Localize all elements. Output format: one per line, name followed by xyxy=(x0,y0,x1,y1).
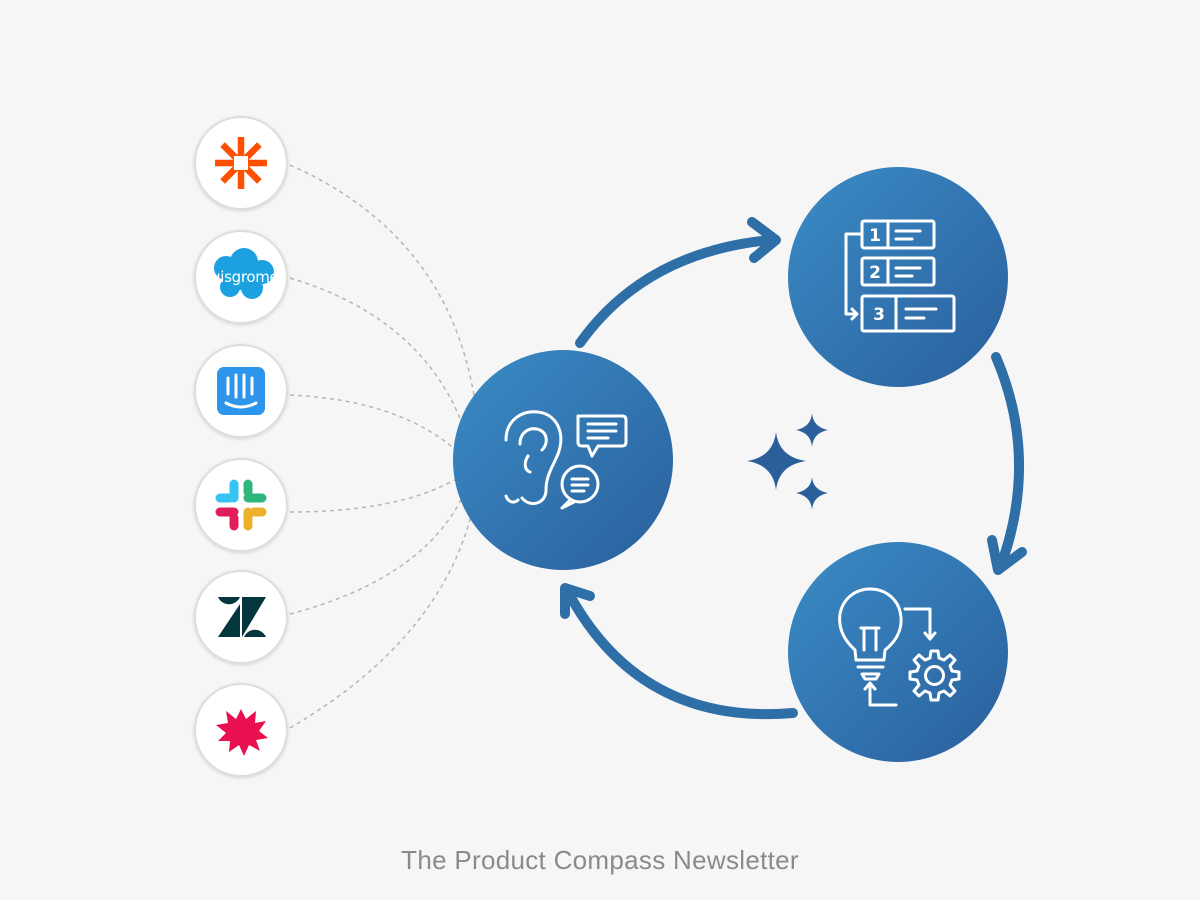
salesforce-logo-text: suisgrome xyxy=(204,268,279,286)
prioritize-node: 1 2 3 xyxy=(788,167,1008,387)
arrow-implement-to-listen xyxy=(560,583,798,720)
listen-feedback-node xyxy=(453,350,673,570)
intercom-logo-icon xyxy=(217,367,265,415)
source-salesforce: suisgrome xyxy=(194,230,288,324)
source-zapier xyxy=(194,116,288,210)
connector-line xyxy=(289,497,463,615)
connector-line xyxy=(289,477,459,513)
connector-line xyxy=(289,164,479,426)
connector-line xyxy=(289,511,473,729)
splat-logo-icon xyxy=(216,709,268,756)
cycle-arrows xyxy=(560,217,1027,720)
numbered-list-icon xyxy=(844,219,956,333)
sparkle-icon xyxy=(747,413,828,510)
priority-number-2: 2 xyxy=(869,263,881,283)
source-intercom xyxy=(194,344,288,438)
source-logos: suisgrome xyxy=(194,116,288,777)
connector-line xyxy=(289,277,469,441)
salesforce-logo-icon xyxy=(214,248,274,299)
priority-number-1: 1 xyxy=(869,226,881,246)
source-zendesk xyxy=(194,570,288,664)
arrow-prioritize-to-implement xyxy=(987,352,1027,575)
source-slack xyxy=(194,458,288,552)
source-splat xyxy=(194,683,288,777)
arrow-listen-to-prioritize xyxy=(575,217,781,348)
slack-logo-icon xyxy=(215,479,267,531)
priority-number-3: 3 xyxy=(873,305,885,325)
lightbulb-gear-icon xyxy=(838,587,961,707)
connector-line xyxy=(289,394,459,453)
footer-caption: The Product Compass Newsletter xyxy=(401,845,799,875)
zendesk-logo-icon xyxy=(218,597,266,637)
implement-node xyxy=(788,542,1008,762)
ear-and-chat-icon xyxy=(504,410,628,510)
source-connectors xyxy=(289,164,479,729)
